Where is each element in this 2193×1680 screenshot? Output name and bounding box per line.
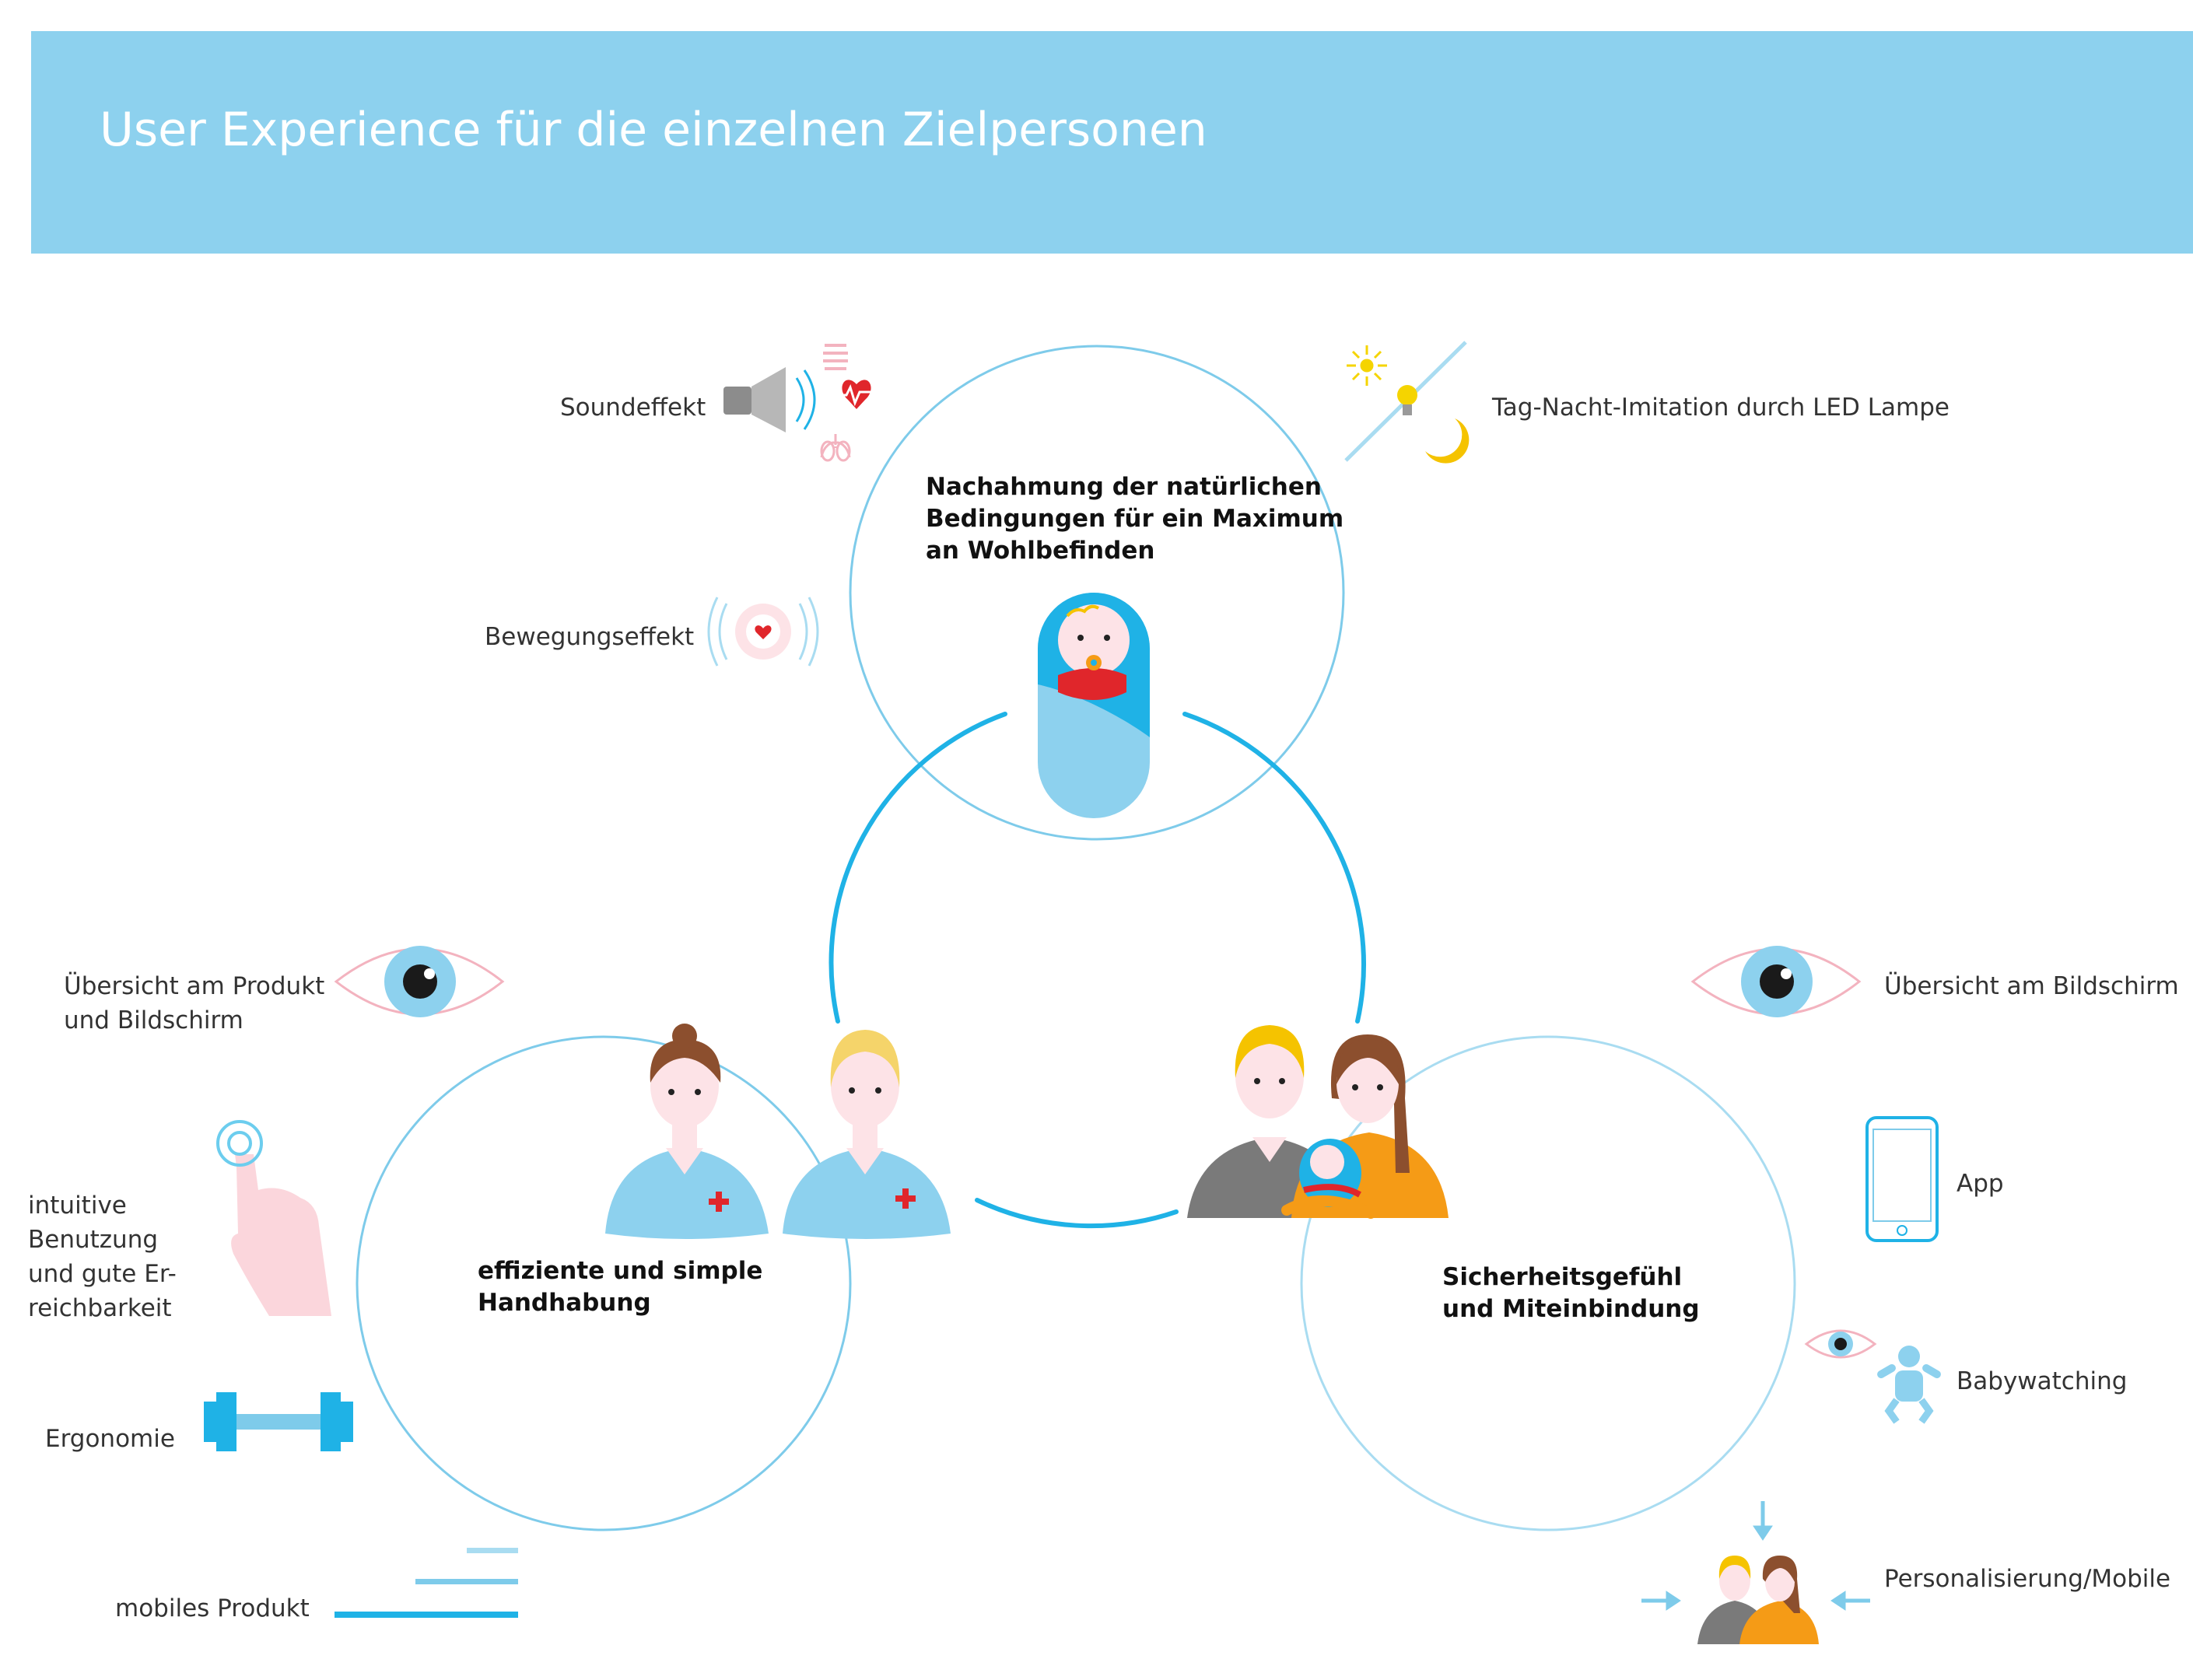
dumbbell-icon	[204, 1392, 353, 1451]
intestine-icon	[823, 344, 848, 370]
sun-icon	[1347, 345, 1387, 386]
baby-caption-text: Nachahmung der natürlichen Bedingungen f…	[926, 473, 1344, 565]
app-label: App	[1957, 1170, 2004, 1198]
speaker-icon	[723, 367, 816, 432]
arrow-icon	[1753, 1501, 1773, 1541]
parents-circle	[1300, 1035, 1796, 1531]
arrow-icon	[1641, 1591, 1681, 1611]
intuitive-use-label: intuitive Benutzung und gute Er- reichba…	[28, 1192, 177, 1322]
staff-circle-caption: effiziente und simple Handhabung	[478, 1255, 762, 1319]
babywatching-label: Babywatching	[1957, 1367, 2128, 1395]
baby-swaddle-icon	[1038, 593, 1150, 818]
day-night-label: Tag-Nacht-Imitation durch LED Lampe	[1492, 394, 1950, 422]
header-banner: User Experience für die einzelnen Zielpe…	[31, 31, 2193, 254]
page-title: User Experience für die einzelnen Zielpe…	[100, 103, 1207, 157]
ergonomics-label: Ergonomie	[45, 1425, 175, 1453]
family-icon	[1187, 1025, 1449, 1219]
heart-rate-icon	[836, 380, 877, 409]
eye-icon	[1804, 1329, 1877, 1359]
eye-icon	[1690, 946, 1862, 1017]
parents-circle-caption: Sicherheitsgefühl und Miteinbindung	[1442, 1262, 1700, 1325]
moon-icon	[1425, 418, 1470, 464]
eye-icon	[334, 946, 505, 1017]
parents-caption-text: Sicherheitsgefühl und Miteinbindung	[1442, 1263, 1700, 1323]
heart-vibration-icon	[707, 597, 819, 667]
nurse-icon	[783, 1030, 951, 1239]
bulb-icon	[1397, 385, 1417, 415]
central-ring	[829, 712, 1366, 1229]
overview-screen-label: Übersicht am Bildschirm	[1884, 972, 2179, 1000]
baby-circle-caption: Nachahmung der natürlichen Bedingungen f…	[926, 471, 1343, 567]
staff-circle	[356, 1035, 852, 1531]
speed-lines-icon	[335, 1548, 518, 1618]
baby-circle	[849, 345, 1345, 841]
lungs-icon	[820, 434, 851, 462]
baby-figure-icon	[1877, 1346, 1941, 1424]
motion-effect-label: Bewegungseffekt	[485, 623, 695, 651]
mobile-product-label: mobiles Produkt	[115, 1594, 310, 1622]
family-icon	[1697, 1556, 1819, 1644]
tap-hand-icon	[216, 1120, 331, 1316]
personalization-label: Personalisierung/Mobile	[1884, 1565, 2171, 1593]
staff-caption-text: effiziente und simple Handhabung	[478, 1257, 763, 1317]
nurse-icon	[605, 1024, 769, 1239]
overview-product-label: Übersicht am Produkt und Bildschirm	[64, 972, 325, 1034]
arrow-icon	[1830, 1591, 1870, 1611]
phone-icon	[1865, 1116, 1939, 1242]
sound-effect-label: Soundeffekt	[560, 394, 706, 422]
